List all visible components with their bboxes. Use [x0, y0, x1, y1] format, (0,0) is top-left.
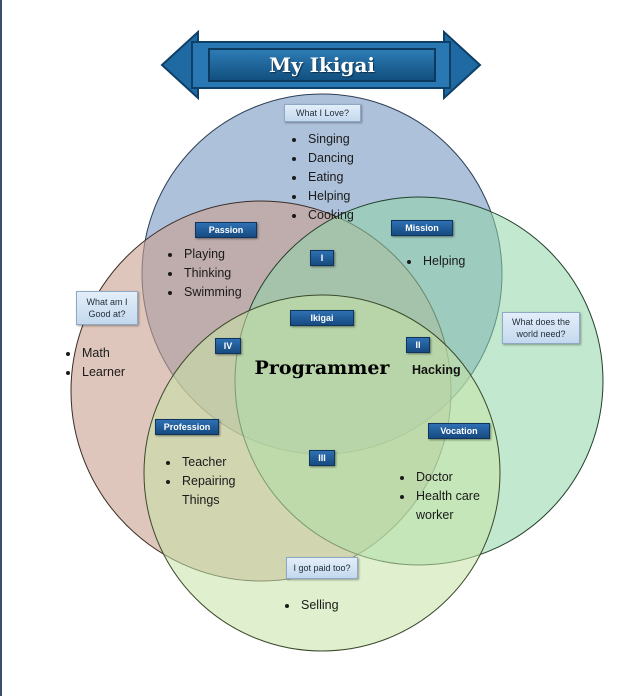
roman-iv-label: IV — [215, 338, 241, 354]
roman-iii-label: III — [309, 450, 335, 466]
list-item: Teacher — [180, 453, 260, 472]
ikigai-label: Ikigai — [290, 310, 354, 326]
list-item: Helping — [306, 187, 354, 206]
passion-items-list: Playing Thinking Swimming — [160, 245, 242, 302]
world-needs-label: What does the world need? — [502, 312, 580, 344]
profession-label: Profession — [155, 419, 219, 435]
good-at-label: What am I Good at? — [76, 291, 138, 325]
list-item: Dancing — [306, 149, 354, 168]
list-item: Doctor — [414, 468, 514, 487]
list-item: Learner — [80, 363, 125, 382]
list-item: Swimming — [182, 283, 242, 302]
list-item: Repairing Things — [180, 472, 260, 510]
paid-items-list: Selling — [277, 596, 339, 615]
list-item: Singing — [306, 130, 354, 149]
love-items-list: Singing Dancing Eating Helping Cooking — [284, 130, 354, 225]
page-title: My Ikigai — [208, 48, 436, 82]
circle-paid — [143, 294, 501, 652]
good-at-items-list: Math Learner — [58, 344, 125, 382]
list-item: Playing — [182, 245, 242, 264]
vocation-items-list: Doctor Health care worker — [392, 468, 514, 525]
list-item: Health care worker — [414, 487, 514, 525]
mission-label: Mission — [391, 220, 453, 236]
list-item: Thinking — [182, 264, 242, 283]
list-item: Selling — [299, 596, 339, 615]
mission-items-list: Helping — [399, 252, 465, 271]
ikigai-answer: Programmer — [254, 357, 390, 379]
page-left-border — [0, 0, 2, 696]
profession-items-list: Teacher Repairing Things — [158, 453, 260, 510]
list-item: Cooking — [306, 206, 354, 225]
passion-label: Passion — [195, 222, 257, 238]
what-i-love-label: What I Love? — [284, 104, 361, 122]
list-item: Math — [80, 344, 125, 363]
list-item: Eating — [306, 168, 354, 187]
vocation-label: Vocation — [428, 423, 490, 439]
paid-label: I got paid too? — [286, 557, 358, 579]
list-item: Helping — [421, 252, 465, 271]
roman-i-label: I — [310, 250, 334, 266]
roman-ii-label: II — [406, 337, 430, 353]
hacking-text: Hacking — [412, 363, 461, 377]
